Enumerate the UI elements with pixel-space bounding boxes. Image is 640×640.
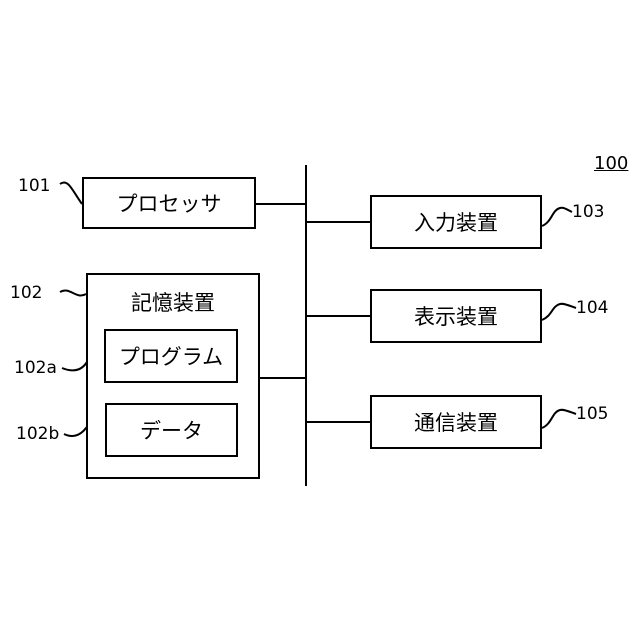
communication-device-label: 通信装置 <box>414 407 498 437</box>
ref-102a: 102a <box>14 358 57 378</box>
processor-block: プロセッサ <box>82 177 256 229</box>
communication-device-block: 通信装置 <box>370 395 542 449</box>
ref-102: 102 <box>10 283 42 303</box>
storage-label: 記憶装置 <box>88 287 258 317</box>
ref-105: 105 <box>576 404 608 424</box>
program-block: プログラム <box>104 329 238 383</box>
display-device-label: 表示装置 <box>414 301 498 331</box>
leader-104 <box>542 304 576 320</box>
data-label: データ <box>140 415 203 445</box>
leader-102 <box>60 290 86 295</box>
processor-label: プロセッサ <box>117 188 222 218</box>
ref-102b: 102b <box>16 424 59 444</box>
program-label: プログラム <box>119 341 223 371</box>
data-block: データ <box>105 403 238 457</box>
ref-101: 101 <box>18 176 50 196</box>
display-device-block: 表示装置 <box>370 289 542 343</box>
leader-101 <box>60 182 82 204</box>
leader-105 <box>542 410 576 428</box>
ref-103: 103 <box>572 202 604 222</box>
ref-104: 104 <box>576 298 608 318</box>
input-device-label: 入力装置 <box>414 207 498 237</box>
input-device-block: 入力装置 <box>370 195 542 249</box>
leader-103 <box>542 208 572 226</box>
figure-number: 100 <box>594 154 628 174</box>
